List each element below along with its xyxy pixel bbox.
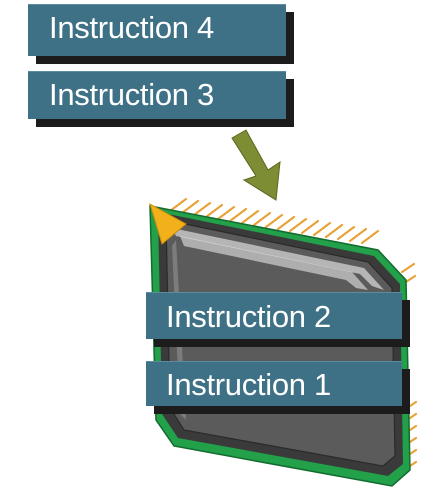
chip-lid-highlight — [172, 228, 384, 290]
instruction-1-label: Instruction 1 — [146, 361, 402, 406]
instruction-3-label: Instruction 3 — [28, 71, 286, 119]
chip-pins-top — [168, 197, 380, 245]
arrow-icon — [231, 129, 281, 201]
pin1-marker — [149, 202, 187, 245]
instruction-2-label: Instruction 2 — [146, 292, 402, 339]
instruction-4-label: Instruction 4 — [28, 4, 286, 56]
